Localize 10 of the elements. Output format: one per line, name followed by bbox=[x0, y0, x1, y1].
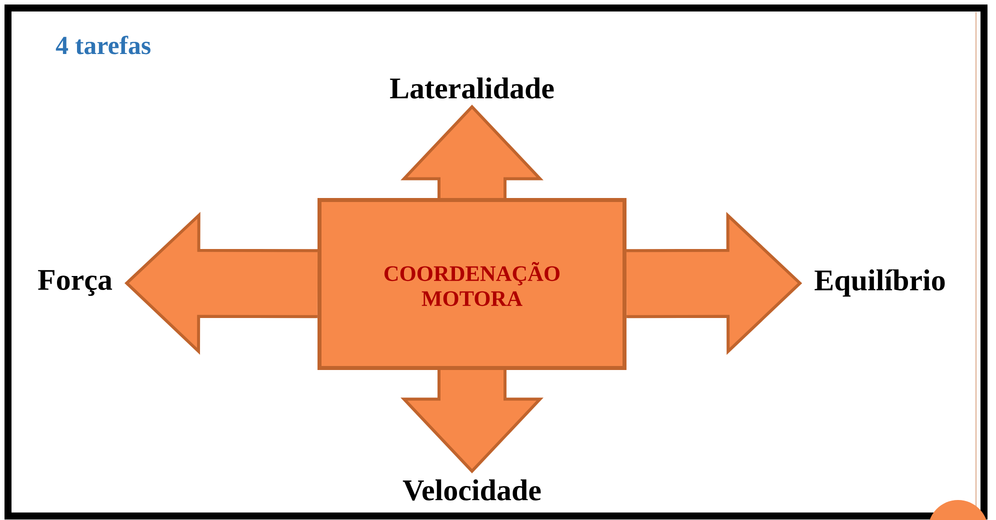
block-arrow bbox=[400, 368, 544, 474]
task-label: Força bbox=[38, 270, 112, 296]
arrow-hub: COORDENAÇÃO MOTORA bbox=[318, 198, 626, 370]
task-label: Lateralidade bbox=[390, 77, 554, 99]
block-arrow bbox=[400, 104, 544, 200]
block-arrow bbox=[624, 212, 802, 355]
task-label: Equilíbrio bbox=[814, 269, 945, 297]
slide-title: 4 tarefas bbox=[56, 36, 150, 54]
task-label: Velocidade bbox=[402, 479, 541, 501]
block-arrow bbox=[124, 212, 320, 355]
